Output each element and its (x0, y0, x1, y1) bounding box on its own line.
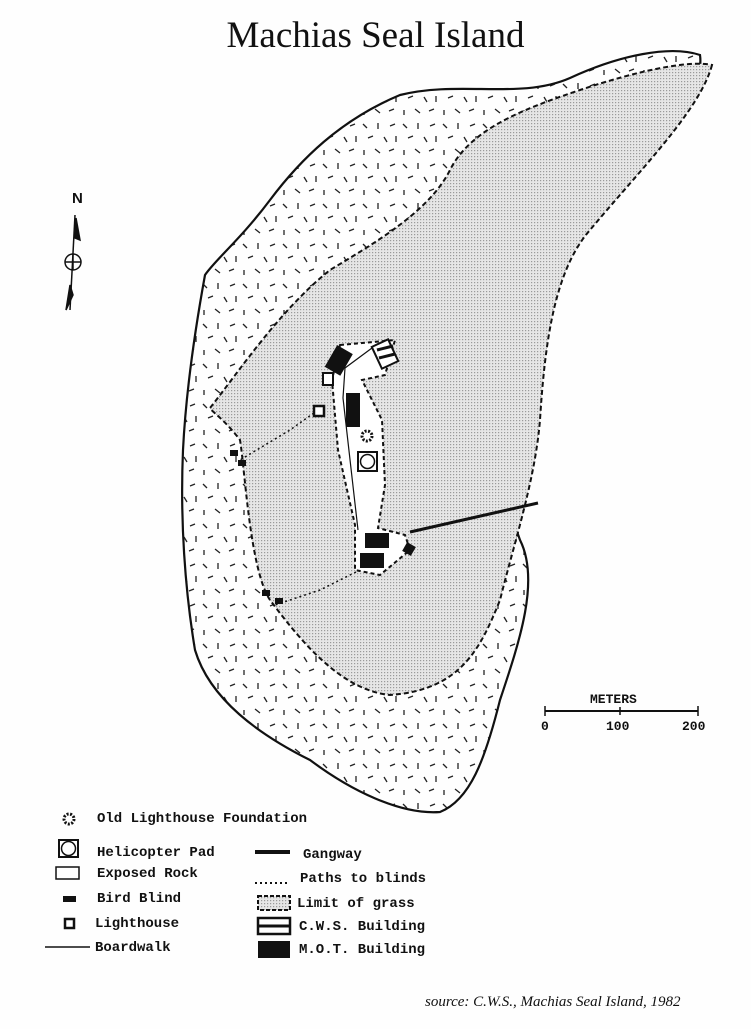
scale-tick-0: 0 (541, 719, 549, 734)
scale-tick-100: 100 (606, 719, 630, 734)
legend-bird-blind-icon (63, 896, 76, 902)
legend-lighthouse-icon (63, 917, 76, 930)
legend-item: M.O.T. Building (299, 942, 426, 958)
legend-item: Exposed Rock (97, 866, 198, 882)
gangway (409, 501, 539, 534)
cws-buildings (322, 337, 400, 386)
legend-gear-icon (62, 812, 76, 826)
legend-item: Lighthouse (95, 916, 180, 932)
boardwalk (342, 347, 373, 531)
legend-item: Paths to blinds (300, 871, 427, 887)
legend-item: C.W.S. Building (299, 919, 426, 935)
map-title: Machias Seal Island (226, 15, 525, 56)
bird-blind-icons (230, 450, 283, 604)
legend-square-circle-icon (58, 839, 79, 858)
scale-bar (544, 706, 699, 716)
grass-area (208, 62, 714, 697)
scale-tick-200: 200 (682, 719, 706, 734)
legend-item: Helicopter Pad (97, 845, 215, 861)
north-arrow-icon (64, 214, 82, 311)
legend-striped-box-icon (256, 916, 292, 936)
paths-to-blinds (239, 409, 357, 606)
old-lighthouse-foundation-icon (360, 429, 374, 443)
north-label: N (72, 190, 83, 207)
legend-item: Boardwalk (95, 940, 171, 956)
legend-rock-icon (55, 866, 80, 880)
lighthouse-icon (312, 404, 326, 418)
legend-item: Limit of grass (297, 896, 415, 912)
legend-solid-box-icon (258, 941, 290, 958)
helicopter-pad-icon (357, 451, 378, 472)
legend-item: Old Lighthouse Foundation (97, 811, 308, 827)
legend-item: Bird Blind (97, 891, 182, 907)
legend-item: Gangway (303, 847, 362, 863)
legend-stipple-icon (257, 895, 291, 911)
mot-buildings (324, 345, 416, 568)
source-citation: source: C.W.S., Machias Seal Island, 198… (425, 994, 681, 1010)
scale-unit: METERS (590, 692, 637, 707)
